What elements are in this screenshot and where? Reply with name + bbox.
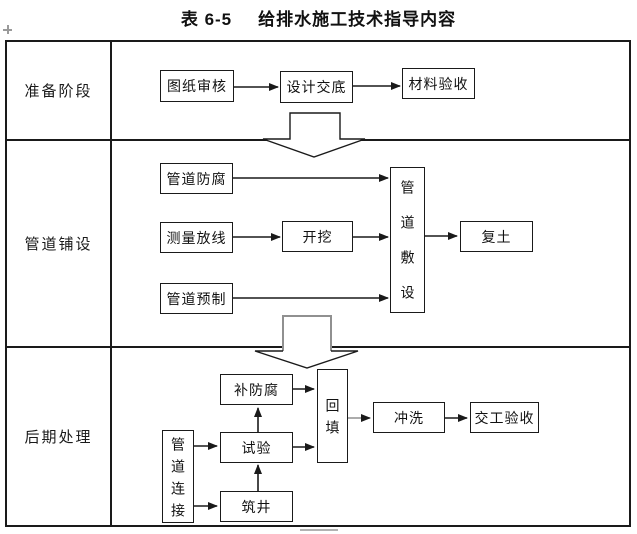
node-pipe-connection: 管道连接 — [162, 430, 194, 525]
stage-label-post-processing: 后期处理 — [24, 429, 93, 446]
table-number: 表 6-5 — [180, 10, 233, 29]
node-well-construction: 筑井 — [220, 491, 293, 522]
node-pipe-prefabrication: 管道预制 — [160, 283, 233, 314]
stage-transition-arrow-1 — [262, 112, 366, 158]
stage-transition-arrow-2-head — [254, 350, 359, 369]
node-survey-layout: 测量放线 — [160, 222, 233, 253]
node-backfill: 回填 — [317, 369, 348, 463]
node-design-disclosure: 设计交底 — [280, 71, 353, 103]
object-anchor-icon — [3, 25, 12, 34]
stage-label-pipe-laying: 管道铺设 — [24, 236, 93, 253]
stage-transition-arrow-2-shaft — [282, 315, 332, 351]
node-anticorrosion-repair: 补防腐 — [220, 374, 293, 405]
node-soil-recover: 复土 — [460, 221, 533, 252]
node-pipe-laying: 管道敷设 — [390, 167, 425, 320]
node-excavation: 开挖 — [282, 221, 353, 252]
node-drawing-review: 图纸审核 — [160, 70, 234, 102]
node-pipe-anticorrosion: 管道防腐 — [160, 163, 233, 194]
stage-label-preparation: 准备阶段 — [24, 83, 93, 100]
node-handover-acceptance: 交工验收 — [470, 402, 539, 433]
node-test: 试验 — [220, 432, 293, 463]
column-divider — [110, 40, 112, 527]
table-title-text: 给排水施工技术指导内容 — [258, 10, 457, 29]
canvas-handle-artifact — [300, 529, 338, 531]
table-border — [5, 40, 631, 527]
page-title: 表 6-5 给排水施工技术指导内容 — [0, 5, 637, 30]
stage-transition-arrow-2 — [255, 316, 358, 368]
node-flushing: 冲洗 — [373, 402, 445, 433]
node-material-acceptance: 材料验收 — [402, 68, 475, 99]
